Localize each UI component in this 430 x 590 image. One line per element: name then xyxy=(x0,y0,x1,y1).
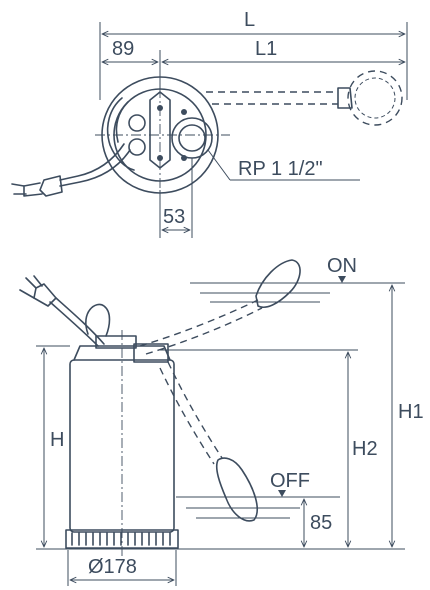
label-L1: L1 xyxy=(255,38,277,60)
plug-icon xyxy=(11,175,63,197)
label-H1: H1 xyxy=(398,401,424,423)
top-view: L 89 L1 RP 1 1/2" 53 xyxy=(11,9,408,238)
pump-base-grille xyxy=(71,532,171,546)
plug-icon-side xyxy=(19,275,57,307)
label-85: 85 xyxy=(310,512,332,534)
label-H2: H2 xyxy=(352,438,378,460)
label-rp-thread: RP 1 1/2" xyxy=(238,158,323,180)
side-view: ON OFF H H1 H2 85 Ø178 xyxy=(19,255,424,586)
label-H: H xyxy=(50,429,64,451)
label-L: L xyxy=(244,9,255,31)
label-on: ON xyxy=(327,255,357,277)
float-switch-top xyxy=(337,70,403,126)
label-53: 53 xyxy=(163,206,185,228)
float-switch-off xyxy=(215,457,258,522)
label-89: 89 xyxy=(112,38,134,60)
label-off: OFF xyxy=(270,470,310,492)
pump-outlet xyxy=(133,343,169,363)
label-diameter: Ø178 xyxy=(88,556,137,578)
float-switch-on xyxy=(255,259,301,308)
